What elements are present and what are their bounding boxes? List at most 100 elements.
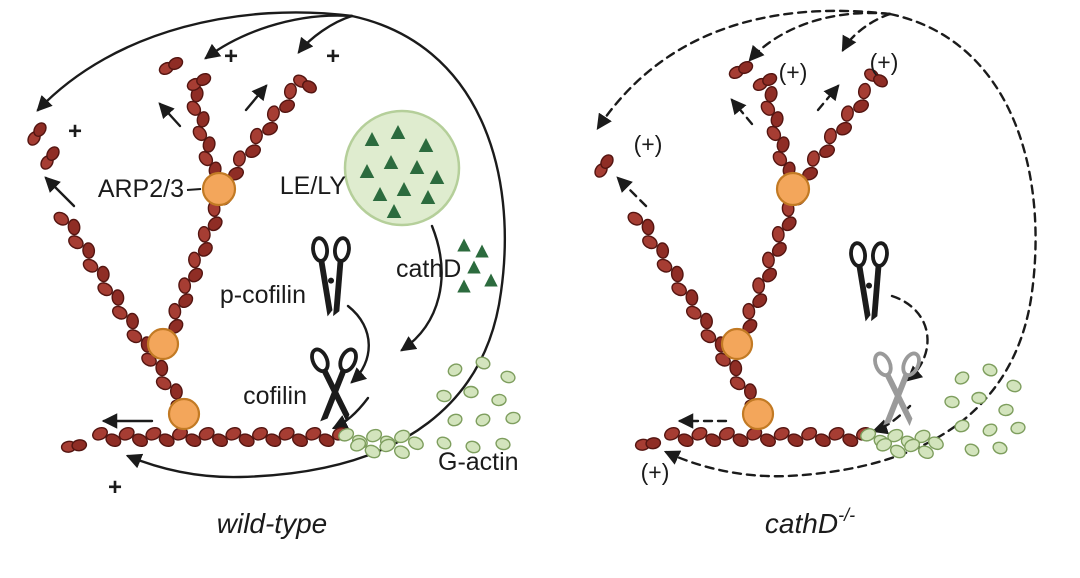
arrow-recycle-to-arm-left bbox=[204, 14, 354, 60]
actin-bead bbox=[857, 82, 871, 100]
cathd-triangle-icon bbox=[418, 137, 434, 152]
actin-network-wildtype bbox=[27, 56, 348, 453]
cathd-triangle-icon bbox=[386, 203, 402, 218]
g-actin-monomer bbox=[447, 413, 463, 427]
g-actin-monomer bbox=[954, 419, 970, 433]
actin-bead bbox=[197, 226, 211, 243]
actin-bead bbox=[760, 433, 776, 448]
actin-bead bbox=[685, 305, 702, 320]
actin-bead bbox=[764, 86, 778, 103]
actin-bead bbox=[245, 144, 262, 159]
actin-bead bbox=[158, 433, 175, 448]
actin-dimer bbox=[33, 122, 47, 137]
arrow-pcofilin-to-cofilin bbox=[346, 304, 370, 384]
plus-end-label: + bbox=[224, 43, 238, 70]
actin-bead bbox=[705, 433, 722, 448]
g-actin-monomer bbox=[463, 385, 479, 399]
g-actin-pool-wildtype bbox=[436, 356, 521, 454]
panel-wildtype: ARP2/3 LE/LY p-cofilin cathD cofilin G-a… bbox=[27, 11, 521, 539]
actin-bead bbox=[188, 267, 204, 283]
actin-bead bbox=[700, 329, 717, 344]
g-actin-monomer bbox=[992, 441, 1008, 455]
actin-bead bbox=[196, 111, 210, 128]
actin-dimer bbox=[168, 56, 184, 71]
actin-bead bbox=[186, 100, 202, 116]
actin-bead bbox=[96, 265, 110, 283]
cathd-triangle-icon bbox=[457, 279, 471, 293]
actin-bead bbox=[105, 433, 122, 448]
actin-bead bbox=[188, 251, 201, 269]
cathd-triangle-icon bbox=[396, 181, 412, 196]
actin-bead bbox=[641, 218, 655, 236]
g-actin-monomer bbox=[971, 391, 987, 405]
actin-network-cathd-ko bbox=[594, 60, 888, 451]
cofilin-actin-bead bbox=[876, 438, 893, 452]
cathd-triangle-icon bbox=[475, 244, 489, 258]
arrow-recycle-to-arm-right bbox=[297, 14, 354, 54]
actin-bead bbox=[67, 218, 81, 236]
actin-bead bbox=[266, 105, 280, 122]
actin-bead bbox=[265, 433, 282, 448]
actin-bead bbox=[853, 99, 870, 114]
cofilin-actin-bead bbox=[407, 436, 424, 451]
actin-bead bbox=[111, 289, 125, 306]
g-actin-pool-cathd-ko bbox=[944, 363, 1026, 457]
arp23-complex bbox=[167, 397, 201, 431]
actin-bead bbox=[192, 125, 208, 142]
arrow-cathd-activation bbox=[400, 224, 443, 352]
g-actin-monomer bbox=[491, 393, 507, 407]
arrow-growth-arm-right-dashed bbox=[816, 84, 840, 112]
actin-bead bbox=[225, 426, 242, 441]
arrow-recycle-to-upperleft bbox=[36, 11, 354, 112]
actin-dimer bbox=[46, 146, 60, 161]
cathd-enzymes-released bbox=[457, 238, 498, 293]
arrow-growth-upperleft-dashed bbox=[616, 176, 648, 208]
actin-bead bbox=[762, 267, 778, 283]
actin-bead bbox=[685, 289, 699, 306]
actin-bead bbox=[68, 235, 84, 250]
actin-bead bbox=[305, 426, 322, 441]
actin-bead bbox=[118, 426, 135, 441]
actin-bead bbox=[249, 127, 263, 145]
arp23-complex bbox=[775, 171, 811, 207]
actin-bead bbox=[772, 151, 788, 167]
actin-bead bbox=[279, 99, 296, 114]
cofilin-actin-bead bbox=[904, 438, 921, 453]
actin-bead bbox=[656, 242, 670, 259]
lely-vesicle bbox=[343, 109, 461, 227]
cathd-triangle-icon bbox=[467, 260, 481, 274]
arrow-recycle-loop bbox=[125, 14, 507, 479]
label-g-actin: G-actin bbox=[438, 448, 519, 476]
plus-end-label: + bbox=[108, 474, 122, 501]
actin-dimer bbox=[873, 74, 888, 88]
cathd-triangle-icon bbox=[420, 189, 436, 204]
g-actin-monomer bbox=[1010, 421, 1026, 435]
actin-bead bbox=[283, 82, 297, 100]
actin-bead bbox=[642, 235, 658, 250]
cathd-triangle-icon bbox=[359, 163, 375, 178]
actin-bead bbox=[178, 293, 194, 309]
cofilin-scissors-icon bbox=[309, 347, 359, 424]
p-cofilin-scissors-icon-ko bbox=[850, 242, 888, 322]
panel-title-wildtype: wild-type bbox=[217, 508, 327, 539]
cofilin-actin-bead bbox=[860, 428, 877, 442]
actin-bead bbox=[743, 383, 757, 400]
g-actin-monomer bbox=[436, 436, 452, 450]
actin-bead bbox=[155, 359, 169, 377]
actin-bead bbox=[53, 211, 70, 226]
cathd-triangle-icon bbox=[409, 159, 425, 174]
actin-bead bbox=[198, 426, 215, 441]
actin-bead bbox=[202, 136, 216, 153]
arp23-pointer-line bbox=[186, 188, 202, 191]
arrow-cofilin-severing bbox=[331, 396, 370, 430]
actin-bead bbox=[126, 312, 139, 330]
actin-dimer bbox=[71, 439, 88, 452]
actin-bead bbox=[840, 105, 854, 122]
actin-bead bbox=[97, 282, 113, 297]
arrow-growth-arm-right bbox=[244, 84, 268, 112]
g-actin-monomer bbox=[500, 370, 516, 384]
cofilin-decorated-segment-cathd-ko bbox=[860, 428, 944, 460]
cofilin-actin-bead bbox=[379, 438, 396, 453]
